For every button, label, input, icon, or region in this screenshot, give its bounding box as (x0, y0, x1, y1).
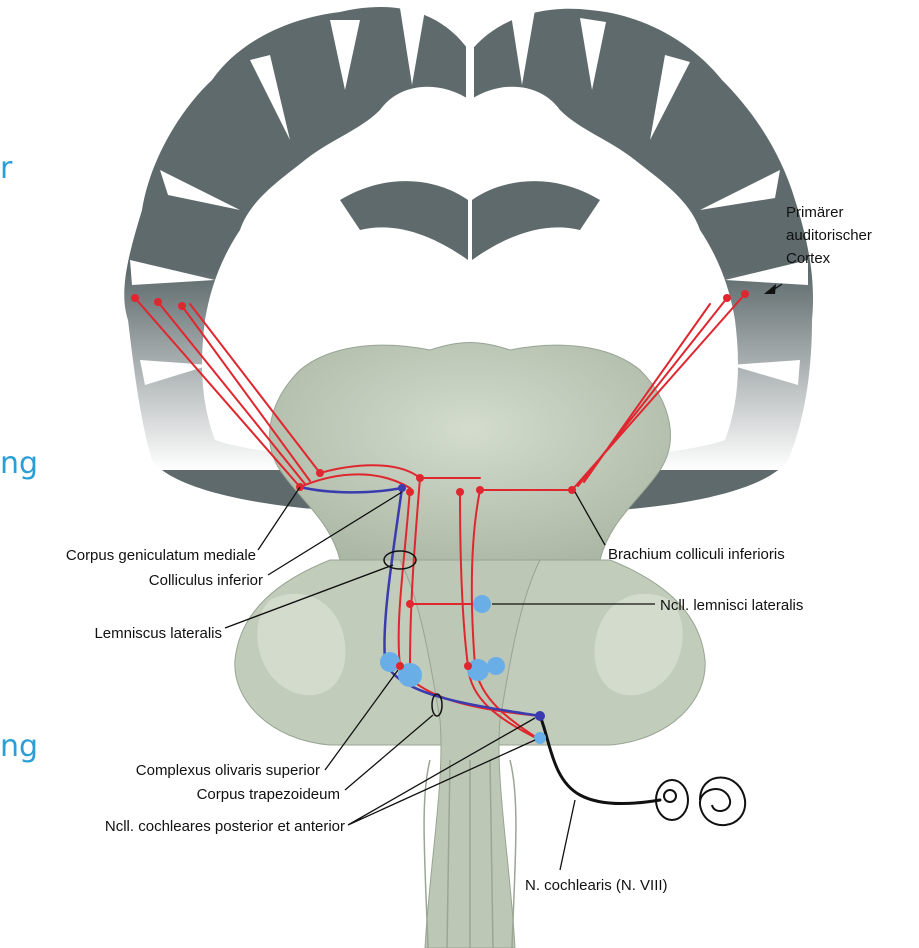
nucleus (487, 657, 505, 675)
label-primary-cortex-line3: Cortex (786, 250, 831, 267)
brainstem (235, 343, 705, 948)
slide-fragment-3: ng (0, 729, 38, 764)
blue-synapse (398, 484, 406, 492)
label-primary-cortex-line2: auditorischer (786, 227, 872, 244)
label-corpus-geniculatum: Corpus geniculatum mediale (66, 547, 256, 564)
slide-fragment-2: ng (0, 446, 38, 481)
nucleus (380, 652, 400, 672)
thalamus-midbrain (270, 343, 671, 561)
label-corpus-trapezoideum: Corpus trapezoideum (197, 786, 340, 803)
label-n-cochlearis: N. cochlearis (N. VIII) (525, 877, 668, 894)
cochlea (656, 778, 745, 826)
label-brachium: Brachium colliculi inferioris (608, 546, 785, 563)
label-lemniscus-lateralis: Lemniscus lateralis (94, 625, 222, 642)
nucleus-cochlear-dot (535, 711, 545, 721)
label-ncll-lemnisci: Ncll. lemnisci lateralis (660, 597, 803, 614)
label-complexus-olivaris: Complexus olivaris superior (136, 762, 320, 779)
label-colliculus-inferior: Colliculus inferior (149, 572, 263, 589)
nucleus (473, 595, 491, 613)
longitudinal-fissure (466, 10, 474, 105)
nucleus (467, 659, 489, 681)
label-ncll-cochleares: Ncll. cochleares posterior et anterior (105, 818, 345, 835)
label-primary-cortex-line1: Primärer (786, 204, 844, 221)
nucleus (534, 732, 546, 744)
slide-fragment-1: r (0, 151, 13, 186)
